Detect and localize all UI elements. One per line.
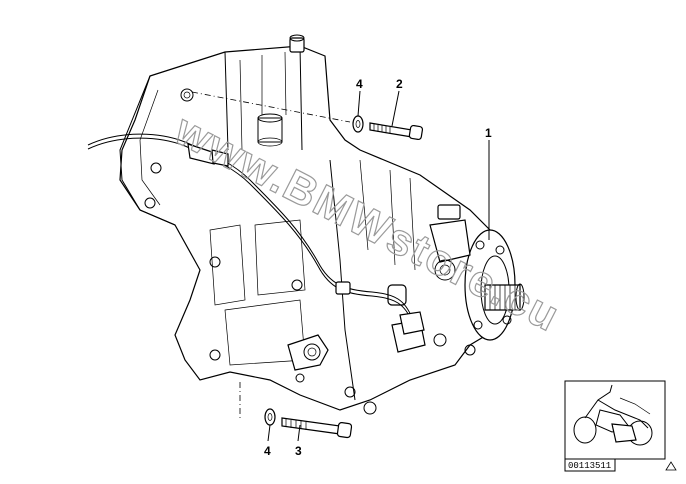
- sensor-cable: [87, 133, 425, 335]
- alignment-line-top: [191, 91, 351, 123]
- callout-1: 1: [485, 126, 492, 140]
- washer-part-4-top: [352, 115, 364, 133]
- part-number-label: 00113511: [568, 461, 611, 471]
- callout-3: 3: [295, 444, 302, 458]
- triangle-icon: [665, 461, 677, 471]
- bolt-part-3: [281, 417, 353, 439]
- leader-lines: [267, 90, 490, 442]
- callout-4-top: 4: [356, 77, 363, 91]
- motorcycle-thumbnail: 00113511: [564, 380, 666, 472]
- washer-part-4-bottom: [264, 408, 276, 426]
- callout-4-bottom: 4: [264, 444, 271, 458]
- callout-2: 2: [396, 77, 403, 91]
- bolt-part-2: [369, 122, 424, 141]
- motorcycle-thumbnail-icon: [573, 384, 653, 446]
